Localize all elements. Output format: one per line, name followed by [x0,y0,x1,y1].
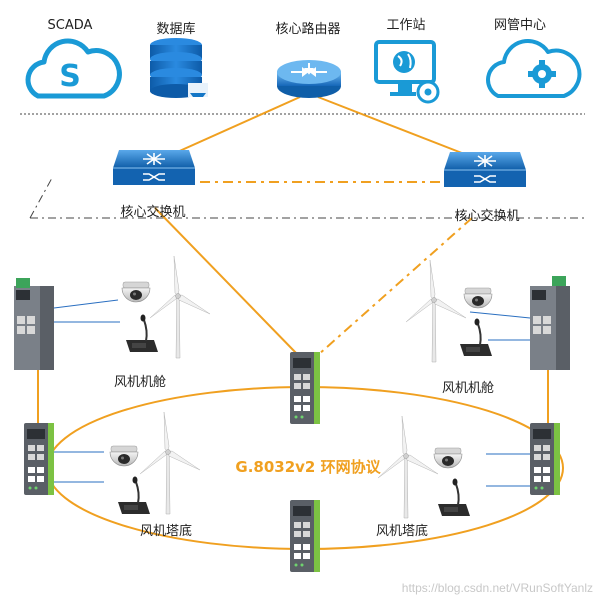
dome-camera-icon [121,281,151,303]
svg-text:S: S [59,59,81,94]
dome-camera-icon [463,287,493,309]
dome-camera-icon [433,447,463,469]
core-switch-left-label: 核心交换机 [120,205,186,220]
dome-camera-icon [109,445,139,467]
tower-base-left-label: 风机塔底 [139,524,193,539]
intercom-icon [437,477,471,517]
ring-switch-right-icon [530,423,560,495]
core-switch-left-icon [112,149,196,186]
wind-turbine-icon [139,411,201,515]
router-icon [277,60,341,98]
intercom-icon [125,313,159,353]
workstation-label: 工作站 [386,18,426,33]
ring-protocol-label: G.8032v2 环网协议 [235,458,381,476]
wind-turbine-icon [377,415,439,519]
nacelle-left-label: 风机机舱 [113,375,167,390]
scada-label: SCADA [47,18,93,33]
intercom-icon [459,317,493,357]
workstation-icon [374,40,440,104]
uplink-left [154,207,299,356]
core-router-label: 核心路由器 [275,22,341,37]
scada-cloud-icon: S [25,38,122,99]
core-switch-right-icon [443,151,527,188]
wind-turbine-icon [405,259,467,363]
nms-cloud-gear-icon [486,38,582,98]
database-label: 数据库 [156,22,196,37]
device-connectors [53,299,531,487]
intercom-icon [117,475,151,515]
ring-switch-bottom-icon [290,500,320,572]
nacelle-switch-left-icon [14,278,54,370]
database-icon [150,38,208,98]
watermark: https://blog.csdn.net/VRunSoftYanlz [401,581,593,595]
core-links [154,96,486,163]
nacelle-right-label: 风机机舱 [441,381,495,396]
tower-base-right-label: 风机塔底 [375,524,429,539]
ring-switch-top-icon [290,352,320,424]
uplink-right [317,217,473,356]
core-switch-right-label: 核心交换机 [454,209,520,224]
ring-switch-left-icon [24,423,54,495]
nacelle-switch-right-icon [530,276,570,370]
nms-center-label: 网管中心 [493,18,547,33]
wind-turbine-icon [149,255,211,359]
layer-divider-slant [29,177,53,219]
